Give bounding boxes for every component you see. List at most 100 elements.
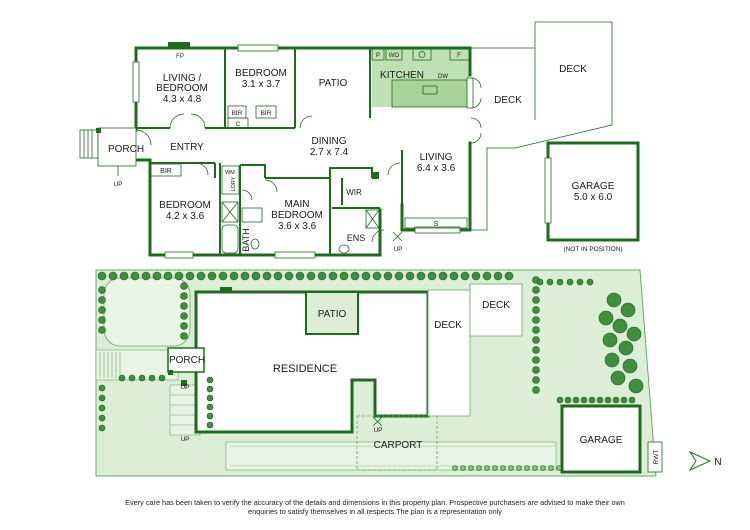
hedge-shrub (180, 292, 188, 300)
residence-chimney (220, 287, 232, 293)
garage-note: (NOT IN POSITION) (563, 246, 622, 253)
door-living-bedroom (169, 113, 206, 129)
hedge-shrub (295, 271, 305, 281)
hedge-shrub (306, 271, 316, 281)
shower-box (221, 201, 239, 223)
hedge-shrub (482, 271, 492, 281)
hedge-shrub (516, 465, 522, 471)
door-bedroom1 (299, 115, 313, 129)
tree-group (598, 292, 644, 394)
hedge-shrub (532, 296, 540, 304)
door-ens (371, 229, 385, 243)
porch-label: PORCH (108, 144, 144, 155)
hedge-shrub (532, 306, 540, 314)
hedge-shrub (536, 278, 544, 286)
hedge-shrub (108, 271, 118, 281)
front-steps (99, 352, 121, 378)
hedge-shrub (206, 376, 214, 384)
hedge-shrub (492, 465, 498, 471)
porch-post-2 (168, 370, 173, 375)
hedge-shrub (206, 394, 214, 402)
kitchen-pantry-box (371, 48, 385, 61)
wir-post (372, 172, 379, 179)
hedge-shrub (206, 403, 214, 411)
entry-label: ENTRY (170, 142, 204, 153)
deck-top-label: DECK (559, 64, 587, 75)
living-bedroom-name1: LIVING / (163, 73, 202, 84)
hedge-shrub (148, 374, 156, 382)
dining-size: 2.7 x 7.4 (310, 147, 349, 158)
door-entry (135, 129, 152, 146)
hedge-shrub (180, 282, 188, 290)
hedge-shrub (98, 424, 106, 432)
hedge-shrub (556, 465, 562, 471)
ens-toilet (338, 244, 350, 254)
site-plan: PATIO RESIDENCE PORCH DECK DECK UP UP UP… (95, 269, 722, 477)
door-laundry (241, 189, 253, 201)
wall-south-rooms-north (150, 162, 373, 179)
hedge-shrub (180, 312, 188, 320)
kitchen-island (391, 79, 471, 108)
hedge-shrub (98, 326, 106, 334)
patio-label: PATIO (319, 78, 348, 89)
site-up3-arrow-icon (372, 416, 383, 427)
living-bedroom-name2: BEDROOM (156, 83, 208, 94)
shower-cross-2 (221, 201, 239, 223)
site-patio-label: PATIO (318, 309, 347, 320)
hedge-shrub (532, 336, 540, 344)
bath-label: BATH (241, 228, 251, 251)
site-deck1-box (427, 289, 471, 417)
hedge-shrub (141, 271, 151, 281)
hedge-shrub (493, 271, 503, 281)
hedge-shrub (471, 271, 481, 281)
residence-label: RESIDENCE (273, 363, 337, 375)
bath-tub (221, 224, 239, 254)
site-deck2-label: DECK (482, 300, 510, 311)
up2-label: UP (393, 246, 402, 253)
hedge-shrub (119, 271, 129, 281)
window-living-south (414, 226, 461, 234)
dishwasher-label: DW (438, 74, 448, 80)
hedge-shrub (452, 465, 458, 471)
hedge-shrub (556, 278, 564, 286)
hedge-shrub (564, 396, 572, 404)
deck-outline (470, 21, 613, 231)
disclaimer-line1: Every care has been taken to verify the … (125, 498, 625, 507)
site-porch-label: PORCH (169, 355, 205, 366)
porch-steps (79, 127, 137, 176)
hedge-shrub (532, 346, 540, 354)
hedge-shrub (596, 396, 604, 404)
wir-label: WIR (346, 188, 362, 197)
site-porch-box (167, 347, 205, 373)
hedge-shrub (206, 412, 214, 420)
site-garage-label: GARAGE (580, 435, 623, 446)
laundry-box (221, 165, 240, 195)
hedge-shrub (580, 396, 588, 404)
hedge-shrub (98, 306, 106, 314)
hedge-shrub (532, 326, 540, 334)
door-main-bedroom (264, 179, 278, 193)
porch-post-1 (181, 380, 187, 386)
north-arrow-icon (688, 450, 712, 472)
hedge-shrub (438, 271, 448, 281)
main-bedroom-name2: BEDROOM (271, 210, 323, 221)
kitchen-cooktop (412, 48, 432, 61)
porch-post (96, 128, 101, 133)
wall-south (218, 208, 382, 257)
ldry-label: LDRY (231, 176, 237, 191)
hedge-shrub (251, 271, 261, 281)
living-name: LIVING (420, 152, 453, 163)
bir1-label: BIR (232, 110, 243, 117)
hedge-shrub (180, 332, 188, 340)
bir2-box (255, 105, 277, 119)
tree-canopy (606, 292, 622, 308)
bir3-label: BIR (160, 168, 172, 175)
tree-canopy (628, 378, 644, 394)
deck-label: DECK (494, 95, 522, 106)
hedge-shrub (628, 396, 636, 404)
dining-name: DINING (312, 136, 347, 147)
hedge-shrub (174, 271, 184, 281)
hedge-shrub (383, 271, 393, 281)
hedge-shrub (118, 374, 126, 382)
window-kitchen-east (466, 77, 474, 109)
